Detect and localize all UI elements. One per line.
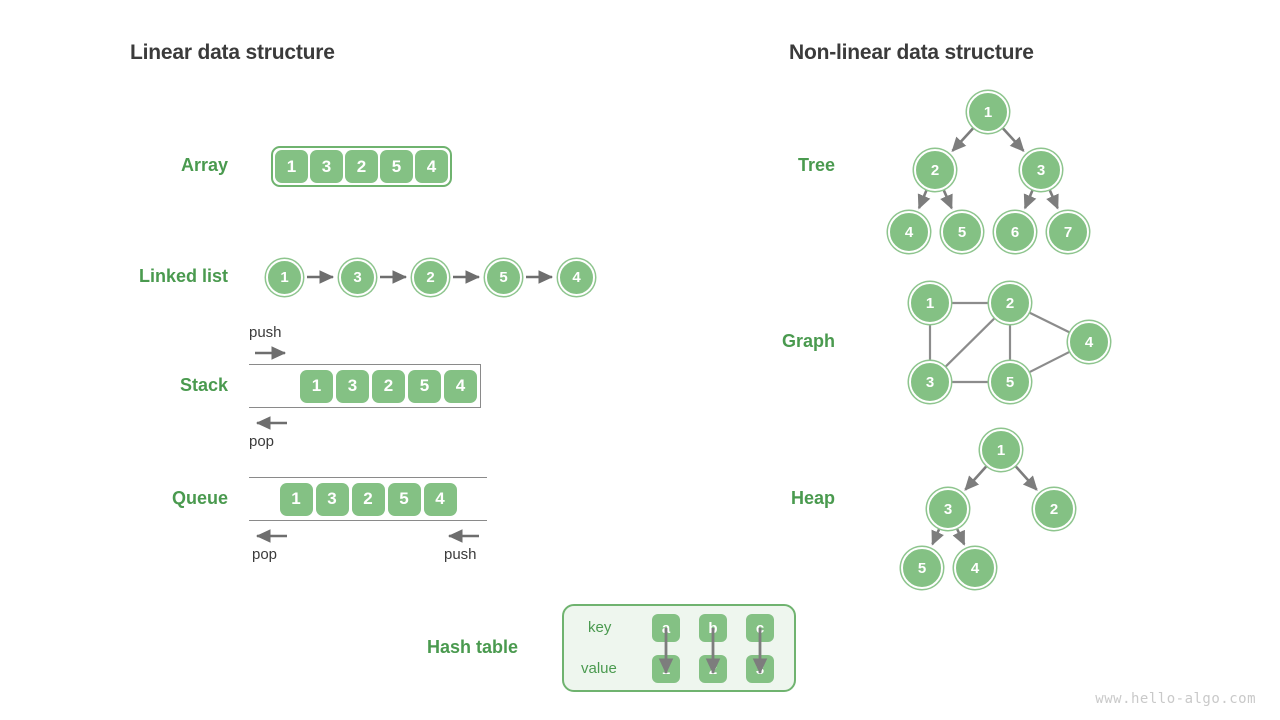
linked-list-node: 1 [266, 258, 303, 296]
label-stack: Stack [179, 375, 228, 395]
queue-push-arrow [447, 529, 479, 543]
heap-node: 3 [927, 488, 969, 530]
linked-list-node: 2 [412, 258, 449, 296]
graph-node: 3 [909, 361, 951, 403]
tree-node: 6 [994, 211, 1036, 253]
queue-push-label: push [444, 546, 477, 563]
array-cell: 3 [310, 150, 343, 183]
graph-node: 2 [989, 282, 1031, 324]
tree-node-edge [1046, 189, 1059, 210]
watermark: www.hello-algo.com [1095, 691, 1256, 707]
heap-edges [931, 465, 1038, 546]
graph-node: 4 [1068, 321, 1110, 363]
graph-node: 1 [909, 282, 951, 324]
linked-list-node: 5 [485, 258, 522, 296]
page-title-linear: Linear data structure [130, 41, 335, 64]
array-cell: 4 [415, 150, 448, 183]
hash-value-label: value [581, 660, 617, 677]
tree-node-edge [1001, 127, 1025, 152]
queue-cell: 1 [279, 482, 313, 516]
stack-cell: 3 [336, 369, 369, 403]
stack-cell: 2 [372, 369, 405, 403]
label-hash-table: Hash table [426, 637, 518, 657]
stack-push-label: push [249, 324, 282, 341]
stack-pop-label: pop [249, 433, 275, 450]
tree-node-edge [940, 189, 953, 210]
queue-pop-arrow [255, 529, 287, 543]
queue-cell: 2 [351, 482, 385, 516]
linked-list-arrows [307, 270, 554, 284]
queue-cell: 3 [315, 482, 349, 516]
stack-pop-arrow [255, 416, 287, 430]
heap-node: 1 [980, 429, 1022, 471]
stack-cell: 4 [444, 369, 477, 403]
label-heap: Heap [790, 488, 835, 508]
tree-node: 7 [1047, 211, 1089, 253]
graph-node-edge [1029, 311, 1070, 334]
tree-node: 2 [914, 149, 956, 191]
hash-table-arrows [658, 628, 768, 675]
array-cell: 2 [345, 150, 378, 183]
tree-node: 4 [888, 211, 930, 253]
array-cell: 5 [380, 150, 413, 183]
tree-node: 5 [941, 211, 983, 253]
label-tree: Tree [797, 155, 835, 175]
heap-node-edge [1014, 465, 1038, 491]
label-linked-list: Linked list [138, 266, 228, 286]
stack-push-arrow [255, 346, 287, 360]
linked-list-node: 3 [339, 258, 376, 296]
graph-edges [928, 301, 1070, 384]
queue-cell: 4 [423, 482, 457, 516]
label-queue: Queue [171, 488, 228, 508]
stack-cell: 5 [408, 369, 441, 403]
array-cell: 1 [275, 150, 308, 183]
heap-node-edge [964, 465, 988, 491]
heap-node-edge [952, 528, 966, 546]
label-array: Array [180, 155, 228, 175]
tree-node: 1 [967, 91, 1009, 133]
tree-node-edge [951, 127, 975, 152]
heap-node-edge [931, 528, 944, 546]
heap-node: 5 [901, 547, 943, 589]
tree-node-edge [1023, 189, 1037, 210]
label-graph: Graph [781, 331, 835, 351]
tree-edges [917, 127, 1059, 210]
page-title-nonlinear: Non-linear data structure [789, 41, 1034, 64]
linked-list-node: 4 [558, 258, 595, 296]
graph-node: 5 [989, 361, 1031, 403]
tree-node: 3 [1020, 149, 1062, 191]
queue-cell: 5 [387, 482, 421, 516]
stack-cell: 1 [300, 369, 333, 403]
queue-pop-label: pop [252, 546, 278, 563]
heap-node: 2 [1033, 488, 1075, 530]
graph-node-edge [1029, 350, 1070, 374]
tree-node-edge [917, 189, 931, 210]
hash-key-label: key [588, 619, 612, 636]
heap-node: 4 [954, 547, 996, 589]
graph-node-edge [944, 317, 996, 368]
